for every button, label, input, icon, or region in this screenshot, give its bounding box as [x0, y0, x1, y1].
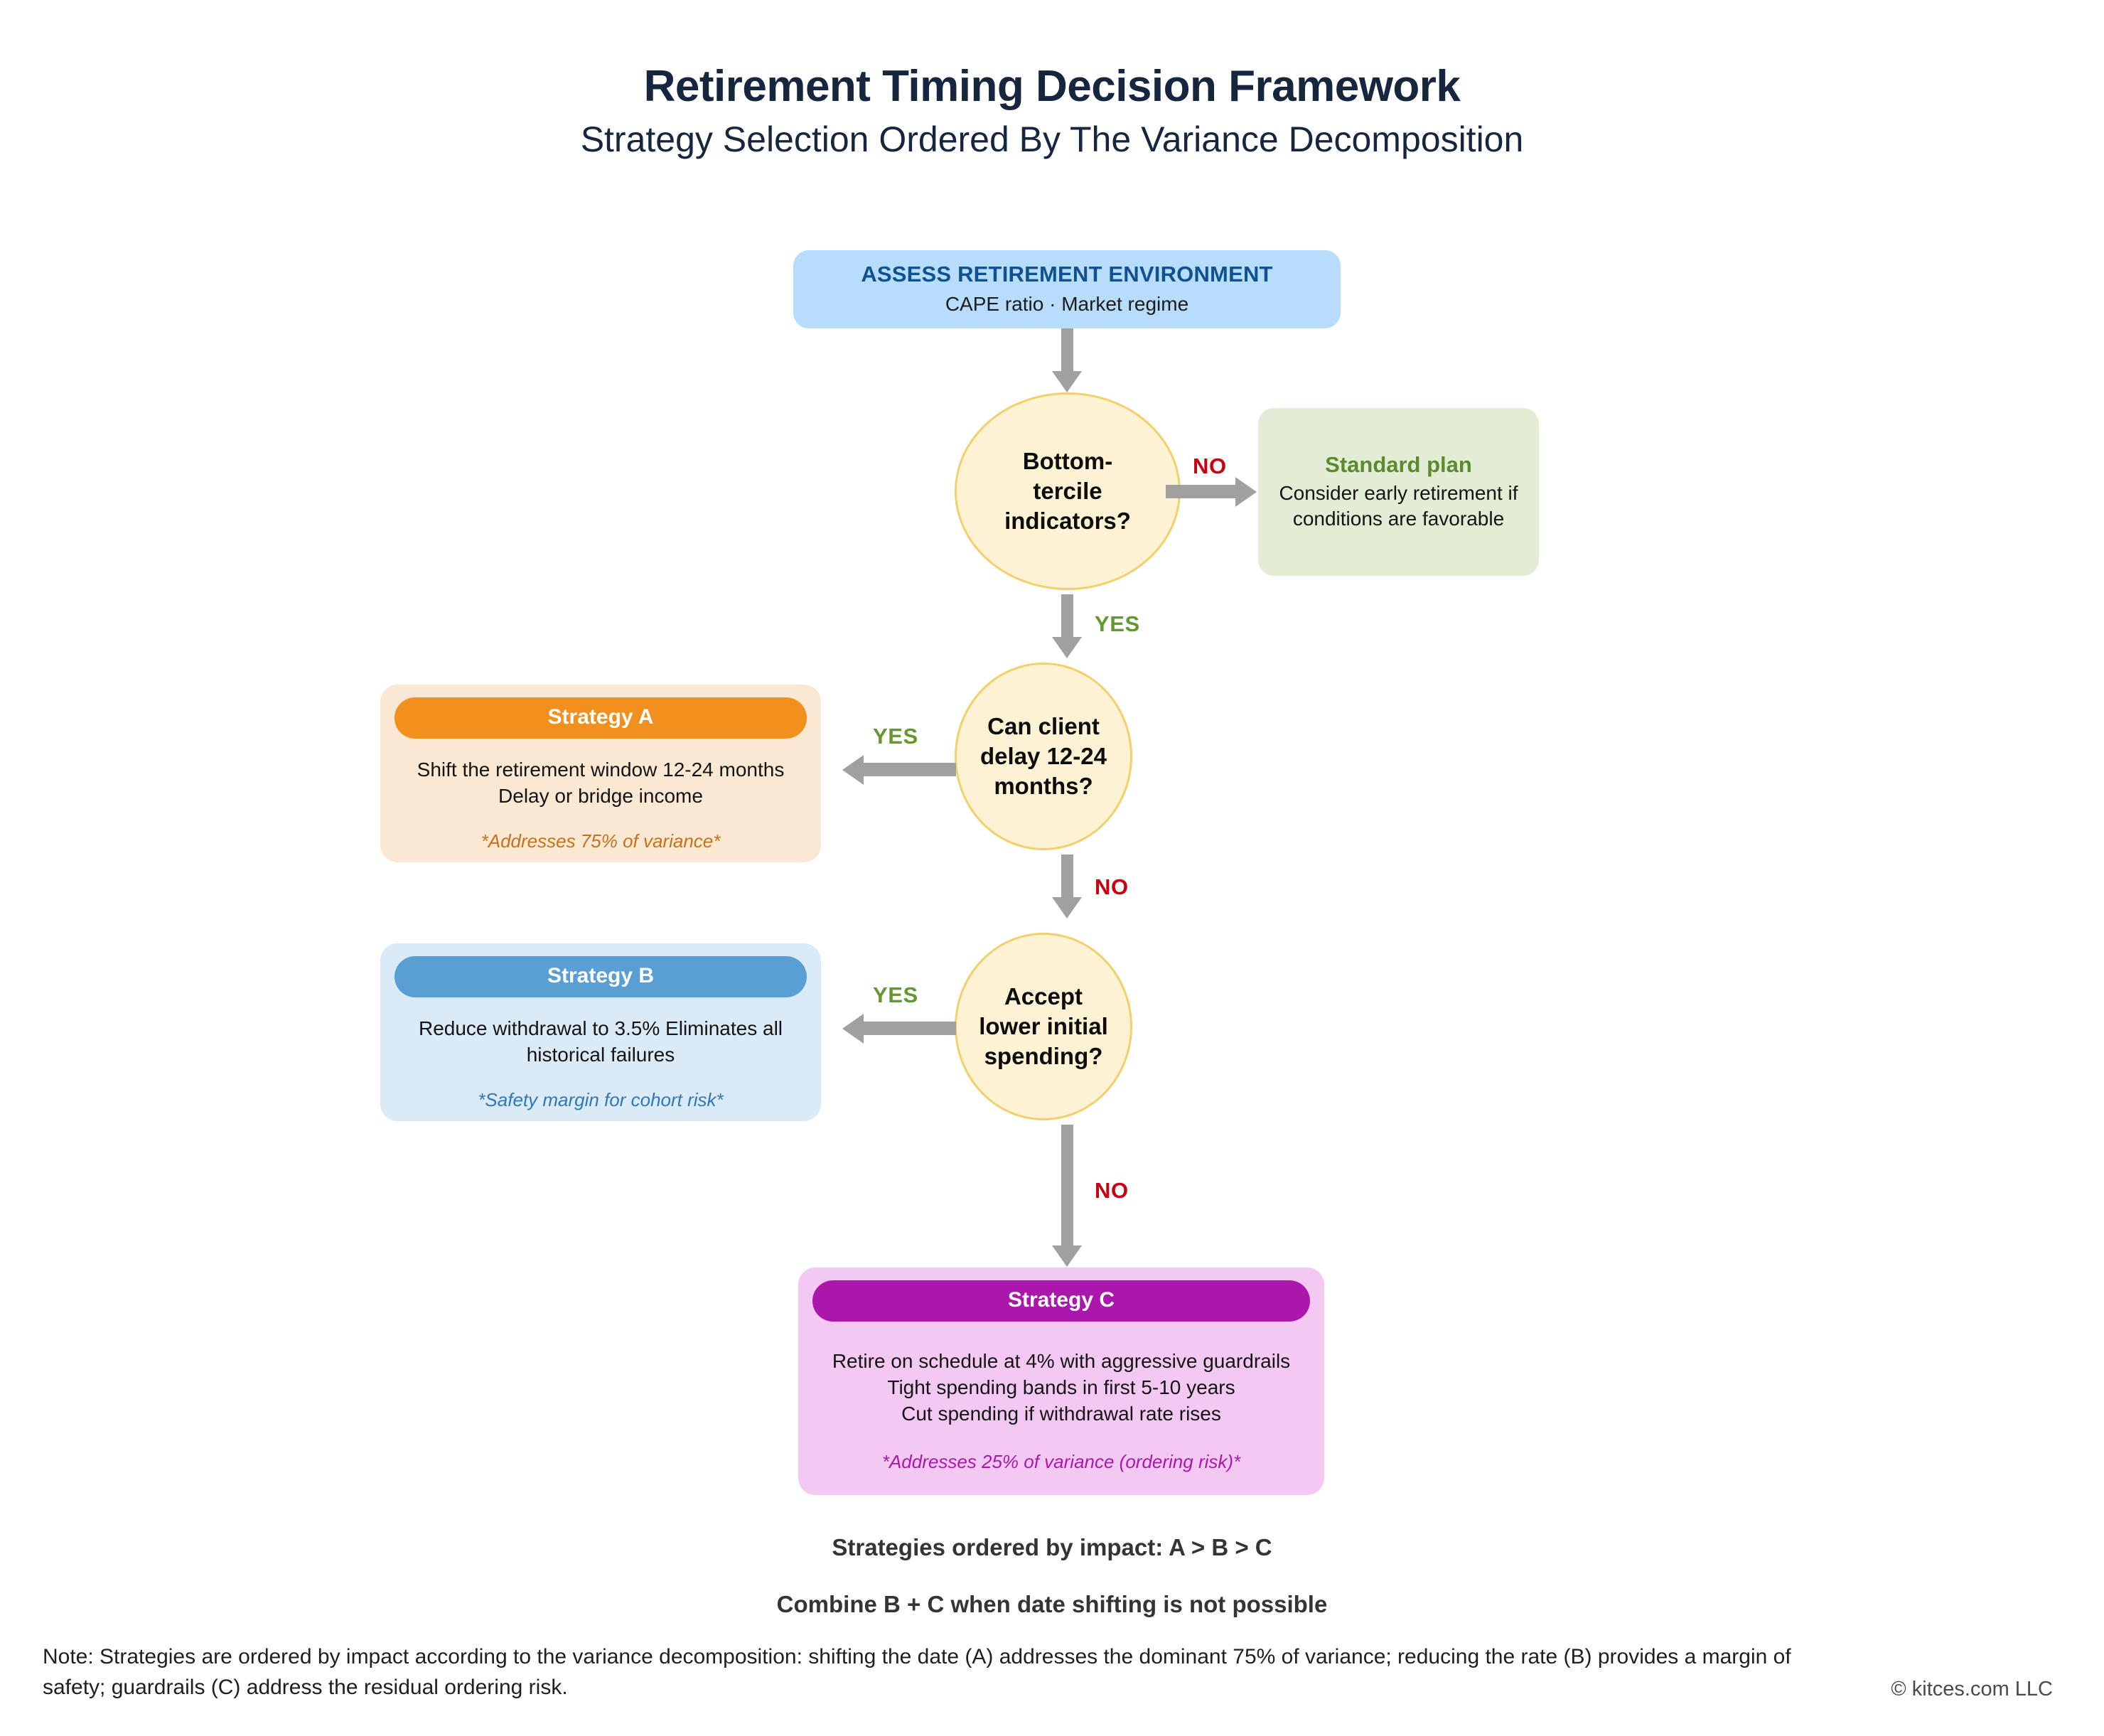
copyright-text: © kitces.com LLC [1891, 1678, 2053, 1700]
edge-label-yes-1: YES [1095, 611, 1140, 636]
decision-label: Can client delay 12-24 months? [980, 712, 1107, 800]
summary-ordering-line: Strategies ordered by impact: A > B > C [832, 1534, 1272, 1560]
edge-label-yes-2: YES [873, 724, 918, 749]
strategy-b-card[interactable]: Strategy B Reduce withdrawal to 3.5% Eli… [380, 943, 821, 1121]
strategy-b-note: *Safety margin for cohort risk* [478, 1088, 724, 1110]
strategy-c-body: Retire on schedule at 4% with aggressive… [832, 1350, 1291, 1425]
edge-label-no-3: NO [1095, 1178, 1129, 1203]
arrow-shaft [864, 763, 956, 776]
decision-label: Bottom- tercile indicators? [1004, 447, 1131, 535]
assess-node-subtitle: CAPE ratio · Market regime [945, 293, 1189, 316]
footnote-text: Note: Strategies are ordered by impact a… [43, 1645, 1791, 1699]
arrow-head [842, 755, 864, 785]
strategy-a-pill-label: Strategy A [394, 697, 807, 739]
arrow-shaft [1061, 594, 1073, 638]
strategy-b-pill-label: Strategy B [394, 956, 807, 997]
edge-label-no-2: NO [1095, 874, 1129, 899]
decision-bottom-tercile-indicators[interactable]: Bottom- tercile indicators? [955, 392, 1181, 590]
decision-label: Accept lower initial spending? [979, 982, 1108, 1070]
strategy-a-body: Shift the retirement window 12-24 months… [417, 759, 785, 807]
standard-plan-description: Consider early retirement if conditions … [1279, 481, 1518, 530]
edge-label-no-1: NO [1193, 454, 1227, 478]
decision-can-client-delay[interactable]: Can client delay 12-24 months? [955, 663, 1132, 850]
arrow-head [1052, 897, 1082, 918]
page-title: Retirement Timing Decision Framework [643, 62, 1461, 111]
assess-node-title: ASSESS RETIREMENT ENVIRONMENT [861, 262, 1273, 287]
arrow-head [1052, 637, 1082, 658]
arrow-shaft [1061, 1125, 1073, 1247]
strategy-c-pill-label: Strategy C [812, 1280, 1310, 1322]
edge-label-yes-3: YES [873, 982, 918, 1007]
standard-plan-title: Standard plan [1325, 452, 1472, 478]
arrow-shaft [1166, 485, 1237, 498]
arrow-head [1052, 371, 1082, 392]
arrow-shaft [1061, 328, 1073, 373]
page-subtitle: Strategy Selection Ordered By The Varian… [580, 119, 1524, 160]
strategy-c-card[interactable]: Strategy C Retire on schedule at 4% with… [798, 1268, 1324, 1495]
arrow-shaft [864, 1022, 956, 1035]
chart-header: Retirement Timing Decision Framework Str… [0, 62, 2104, 161]
strategy-a-note: *Addresses 75% of variance* [481, 830, 721, 852]
summary-combine-line: Combine B + C when date shifting is not … [776, 1591, 1328, 1617]
arrow-shaft [1061, 854, 1073, 899]
strategy-a-card[interactable]: Strategy A Shift the retirement window 1… [380, 685, 821, 862]
arrow-head [1235, 477, 1257, 507]
standard-plan-node[interactable]: Standard plan Consider early retirement … [1258, 408, 1539, 576]
assess-retirement-environment-node[interactable]: ASSESS RETIREMENT ENVIRONMENT CAPE ratio… [793, 250, 1341, 328]
arrow-head [842, 1014, 864, 1044]
strategy-b-body: Reduce withdrawal to 3.5% Eliminates all… [418, 1017, 783, 1066]
decision-accept-lower-spending[interactable]: Accept lower initial spending? [955, 933, 1132, 1120]
arrow-head [1052, 1245, 1082, 1267]
strategy-c-note: *Addresses 25% of variance (ordering ris… [881, 1450, 1241, 1472]
